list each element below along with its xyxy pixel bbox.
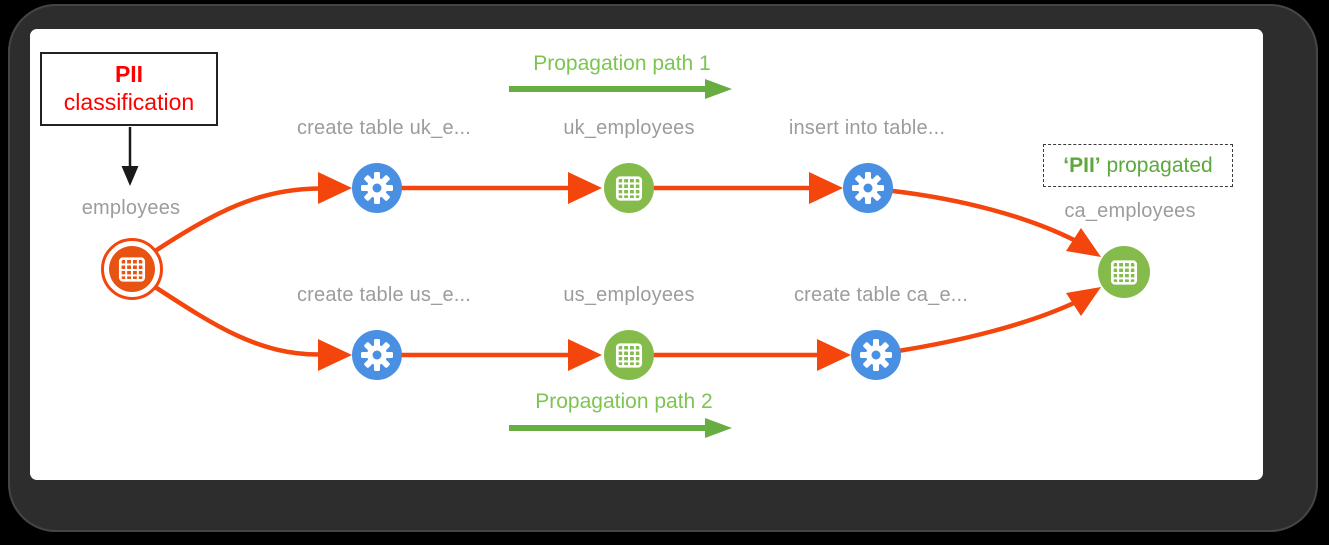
gear-icon: [852, 172, 884, 204]
node-uk-employees[interactable]: [604, 163, 654, 213]
node-us-employees[interactable]: [604, 330, 654, 380]
node-label-uk-employees: uk_employees: [563, 117, 695, 139]
node-label-insert-into-table: insert into table...: [788, 117, 946, 139]
propagation-path-2-label: Propagation path 2: [535, 390, 713, 413]
node-employees-circle: [109, 246, 155, 292]
table-icon: [118, 256, 146, 282]
pii-propagated-term: ‘PII’: [1063, 153, 1101, 177]
node-insert-into-table[interactable]: [843, 163, 893, 213]
node-label-ca-employees: ca_employees: [1064, 200, 1196, 222]
node-employees[interactable]: [101, 238, 163, 300]
table-icon: [1110, 259, 1138, 285]
propagation-path-1-label: Propagation path 1: [533, 52, 711, 75]
node-ca-employees[interactable]: [1098, 246, 1150, 298]
node-create-table-uk[interactable]: [352, 163, 402, 213]
node-create-table-ca[interactable]: [851, 330, 901, 380]
node-label-create-table-us: create table us_e...: [296, 284, 472, 306]
pii-classification-box: PII classification: [40, 52, 218, 126]
node-label-employees: employees: [81, 197, 181, 219]
gear-icon: [361, 339, 393, 371]
node-label-create-table-uk: create table uk_e...: [296, 117, 472, 139]
pii-classification-title: PII: [114, 61, 144, 88]
node-label-us-employees: us_employees: [563, 284, 695, 306]
pii-propagated-box: ‘PII’ propagated: [1043, 144, 1233, 187]
node-label-create-table-ca: create table ca_e...: [793, 284, 969, 306]
pii-propagated-rest: propagated: [1100, 153, 1213, 177]
gear-icon: [860, 339, 892, 371]
pii-classification-subtitle: classification: [63, 89, 195, 115]
table-icon: [615, 175, 643, 201]
gear-icon: [361, 172, 393, 204]
table-icon: [615, 342, 643, 368]
node-create-table-us[interactable]: [352, 330, 402, 380]
